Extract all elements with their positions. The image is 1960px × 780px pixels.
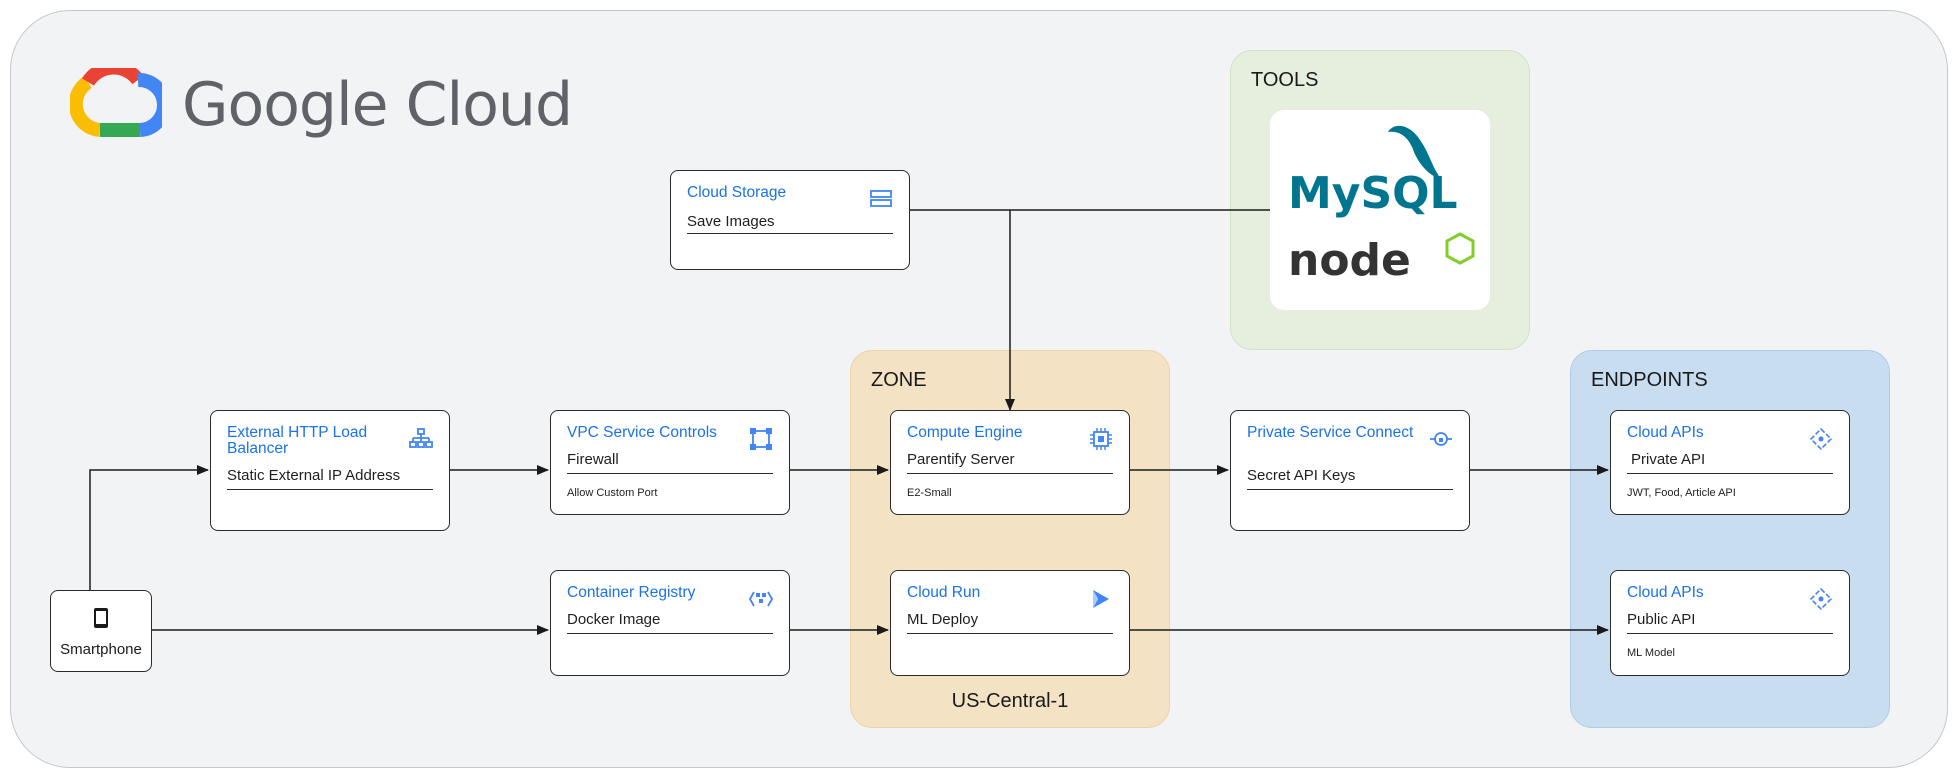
cloud-storage-icon: [870, 190, 892, 207]
compute-engine-note: E2-Small: [907, 487, 952, 499]
brand-name: Google Cloud: [182, 70, 573, 140]
container-registry-icon: [749, 591, 773, 607]
google-cloud-logo-icon: [70, 68, 162, 137]
cloud-apis-public-node[interactable]: Cloud APIs Public API ML Model: [1610, 570, 1850, 676]
compute-engine-subtitle: Parentify Server: [907, 451, 1015, 468]
tools-title: TOOLS: [1251, 69, 1319, 91]
smartphone-node[interactable]: Smartphone: [50, 590, 152, 672]
zone-title: ZONE: [871, 369, 927, 391]
cloud-storage-node[interactable]: Cloud Storage Save Images: [670, 170, 910, 270]
vpc-icon: [750, 428, 772, 450]
divider: [1627, 473, 1833, 474]
divider: [227, 489, 433, 490]
load-balancer-title: External HTTP Load Balancer: [227, 424, 368, 457]
vpc-subtitle: Firewall: [567, 451, 619, 468]
vpc-service-controls-node[interactable]: VPC Service Controls Firewall Allow Cust…: [550, 410, 790, 515]
cloud-run-subtitle: ML Deploy: [907, 611, 979, 628]
zone-region: US-Central-1: [951, 690, 1069, 712]
cloud-run-icon: [1093, 590, 1109, 608]
mysql-logo-icon: MySQL: [1288, 125, 1458, 219]
compute-engine-icon: [1090, 428, 1112, 450]
node-wordmark: node: [1288, 235, 1411, 286]
cloud-run-node[interactable]: Cloud Run ML Deploy: [890, 570, 1130, 676]
mysql-wordmark: MySQL: [1288, 168, 1458, 219]
divider: [567, 473, 773, 474]
cloud-apis-public-subtitle: Public API: [1627, 611, 1696, 628]
divider: [687, 233, 893, 234]
private-service-connect-icon: [1430, 432, 1452, 446]
container-registry-subtitle: Docker Image: [567, 611, 661, 628]
load-balancer-icon: [409, 428, 433, 448]
cloud-apis-icon: [1809, 427, 1833, 451]
container-registry-node[interactable]: Container Registry Docker Image: [550, 570, 790, 676]
endpoints-title: ENDPOINTS: [1591, 369, 1708, 391]
vpc-note: Allow Custom Port: [567, 487, 658, 499]
compute-engine-node[interactable]: Compute Engine Parentify Server E2-Small: [890, 410, 1130, 515]
private-service-connect-subtitle: Secret API Keys: [1247, 467, 1356, 484]
smartphone-icon: [94, 608, 108, 628]
load-balancer-subtitle: Static External IP Address: [227, 467, 401, 484]
tools-logo-card: MySQL node: [1270, 110, 1490, 310]
divider: [907, 473, 1113, 474]
nodejs-logo-icon: node: [1288, 232, 1475, 286]
divider: [907, 633, 1113, 634]
cloud-apis-icon: [1809, 587, 1833, 611]
cloud-apis-private-title: Cloud APIs: [1627, 424, 1704, 441]
cloud-apis-public-note: ML Model: [1627, 647, 1675, 659]
compute-engine-title: Compute Engine: [907, 424, 1023, 441]
cloud-apis-public-title: Cloud APIs: [1627, 584, 1704, 601]
cloud-apis-private-node[interactable]: Cloud APIs Private API JWT, Food, Articl…: [1610, 410, 1850, 515]
smartphone-label: Smartphone: [60, 641, 142, 658]
cloud-apis-private-note: JWT, Food, Article API: [1627, 487, 1736, 499]
vpc-title: VPC Service Controls: [567, 424, 717, 441]
load-balancer-node[interactable]: External HTTP Load Balancer Static Exter…: [210, 410, 450, 531]
cloud-storage-subtitle: Save Images: [687, 213, 775, 230]
divider: [567, 633, 773, 634]
private-service-connect-title: Private Service Connect: [1247, 424, 1414, 441]
cloud-run-title: Cloud Run: [907, 584, 981, 601]
cloud-storage-title: Cloud Storage: [687, 184, 787, 201]
container-registry-title: Container Registry: [567, 584, 696, 601]
edge-smartphone-load-balancer: [89, 465, 209, 590]
divider: [1247, 489, 1453, 490]
divider: [1627, 633, 1833, 634]
cloud-apis-private-subtitle: Private API: [1631, 451, 1706, 468]
private-service-connect-node[interactable]: Private Service Connect Secret API Keys: [1230, 410, 1470, 531]
